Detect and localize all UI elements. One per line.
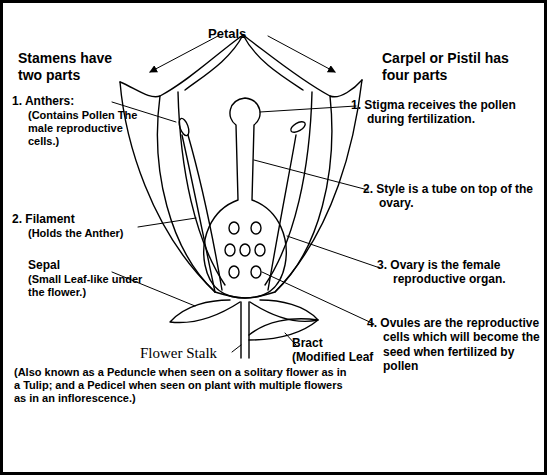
note-text: (Modified Leaf	[292, 350, 412, 364]
pistil	[204, 98, 286, 298]
part-label: 4. Ovules are the reproductive cells whi…	[367, 316, 543, 374]
note-text: (Small Leaf-like under the flower.)	[28, 273, 146, 299]
part-label: Petals	[208, 26, 278, 42]
note-text: (Contains Pollen The male reproductive c…	[28, 109, 140, 149]
filament-right	[268, 135, 296, 290]
heading-label: Stamens have two parts	[18, 50, 130, 84]
anther-left	[177, 117, 191, 137]
note-text: (Holds the Anther)	[28, 227, 158, 240]
sepal-right	[250, 300, 318, 321]
note-text: (Also known as a Peduncle when seen on a…	[14, 366, 354, 406]
petal-left	[120, 80, 362, 298]
petal-fold	[185, 35, 243, 90]
petal-back	[160, 35, 330, 96]
heading-label: Carpel or Pistil has four parts	[382, 50, 532, 84]
part-label: 2. Style is a tube on top of the ovary.	[363, 182, 543, 211]
part-label: Flower Stalk	[140, 344, 240, 362]
anther-right	[289, 120, 307, 135]
petal-fold2	[243, 35, 303, 90]
filament-left	[182, 135, 215, 292]
petal-inner-right	[265, 92, 312, 285]
part-label: 2. Filament	[12, 212, 142, 226]
flower-stalk	[241, 302, 249, 358]
petal-right-edge	[275, 80, 362, 292]
sepal-left	[170, 300, 240, 323]
part-label: 1. Anthers:	[12, 94, 122, 108]
part-label: 1. Stigma receives the pollen during fer…	[351, 98, 543, 127]
part-label: 3. Ovary is the female reproductive orga…	[377, 258, 543, 287]
part-label: Sepal	[28, 258, 108, 272]
filament-left2	[188, 135, 222, 290]
part-label: Bract	[292, 336, 352, 350]
